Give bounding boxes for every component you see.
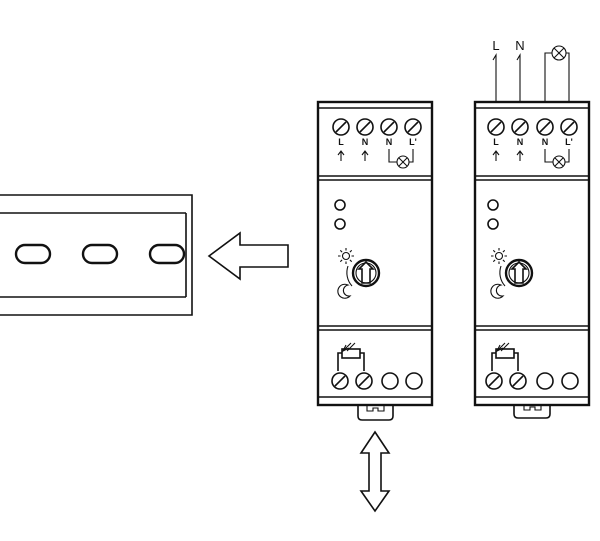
lamp-icon bbox=[551, 45, 567, 61]
rail-slot bbox=[148, 243, 186, 265]
terminal-label-l-out: L' bbox=[409, 137, 417, 147]
arrow-up-icon bbox=[492, 150, 500, 161]
sensitivity-knob[interactable] bbox=[504, 258, 534, 288]
arrow-up-icon bbox=[516, 150, 524, 161]
terminal-screw bbox=[380, 118, 398, 136]
terminal-screw bbox=[509, 372, 527, 390]
sensitivity-knob[interactable] bbox=[351, 258, 381, 288]
lamp-icon bbox=[396, 155, 410, 169]
terminal-screw bbox=[355, 372, 373, 390]
din-rail bbox=[0, 194, 193, 316]
terminal-screw bbox=[331, 372, 349, 390]
rail-slot bbox=[14, 243, 52, 265]
terminal-screw bbox=[511, 118, 529, 136]
moon-icon bbox=[337, 283, 352, 299]
arrow-up-icon bbox=[337, 150, 345, 161]
empty-terminal bbox=[561, 372, 579, 390]
terminal-screw bbox=[485, 372, 503, 390]
terminal-label-n-out: N bbox=[386, 137, 393, 147]
sun-icon bbox=[338, 248, 354, 264]
wire-label-line: L bbox=[492, 38, 499, 53]
terminal-screw bbox=[332, 118, 350, 136]
module-right: L N N L' bbox=[473, 100, 591, 419]
terminal-screw bbox=[560, 118, 578, 136]
terminal-label-l-out: L' bbox=[565, 137, 573, 147]
release-clip bbox=[513, 405, 551, 419]
indicator-led bbox=[487, 218, 499, 230]
arrow-up-down-icon bbox=[359, 430, 391, 513]
terminal-label-l: L bbox=[338, 137, 344, 147]
arrow-up-icon bbox=[361, 150, 369, 161]
empty-terminal bbox=[405, 372, 423, 390]
rail-slot bbox=[81, 243, 119, 265]
external-wiring: L N bbox=[492, 38, 570, 102]
sun-icon bbox=[491, 248, 507, 264]
terminal-screw bbox=[356, 118, 374, 136]
moon-icon bbox=[490, 283, 505, 299]
terminal-screw bbox=[404, 118, 422, 136]
terminal-label-n: N bbox=[517, 137, 524, 147]
wire-label-neutral: N bbox=[515, 38, 524, 53]
arrow-left-icon bbox=[207, 231, 289, 281]
photo-sensor-icon bbox=[337, 342, 365, 371]
empty-terminal bbox=[381, 372, 399, 390]
photo-sensor-icon bbox=[491, 342, 519, 371]
terminal-label-l: L bbox=[493, 137, 499, 147]
empty-terminal bbox=[536, 372, 554, 390]
indicator-led bbox=[334, 199, 346, 211]
release-clip[interactable] bbox=[357, 405, 394, 421]
indicator-led bbox=[334, 218, 346, 230]
lamp-icon bbox=[552, 155, 566, 169]
terminal-screw bbox=[536, 118, 554, 136]
terminal-label-n: N bbox=[362, 137, 369, 147]
terminal-screw bbox=[487, 118, 505, 136]
indicator-led bbox=[487, 199, 499, 211]
terminal-label-n-out: N bbox=[542, 137, 549, 147]
module-left: L N N L' bbox=[316, 100, 434, 421]
